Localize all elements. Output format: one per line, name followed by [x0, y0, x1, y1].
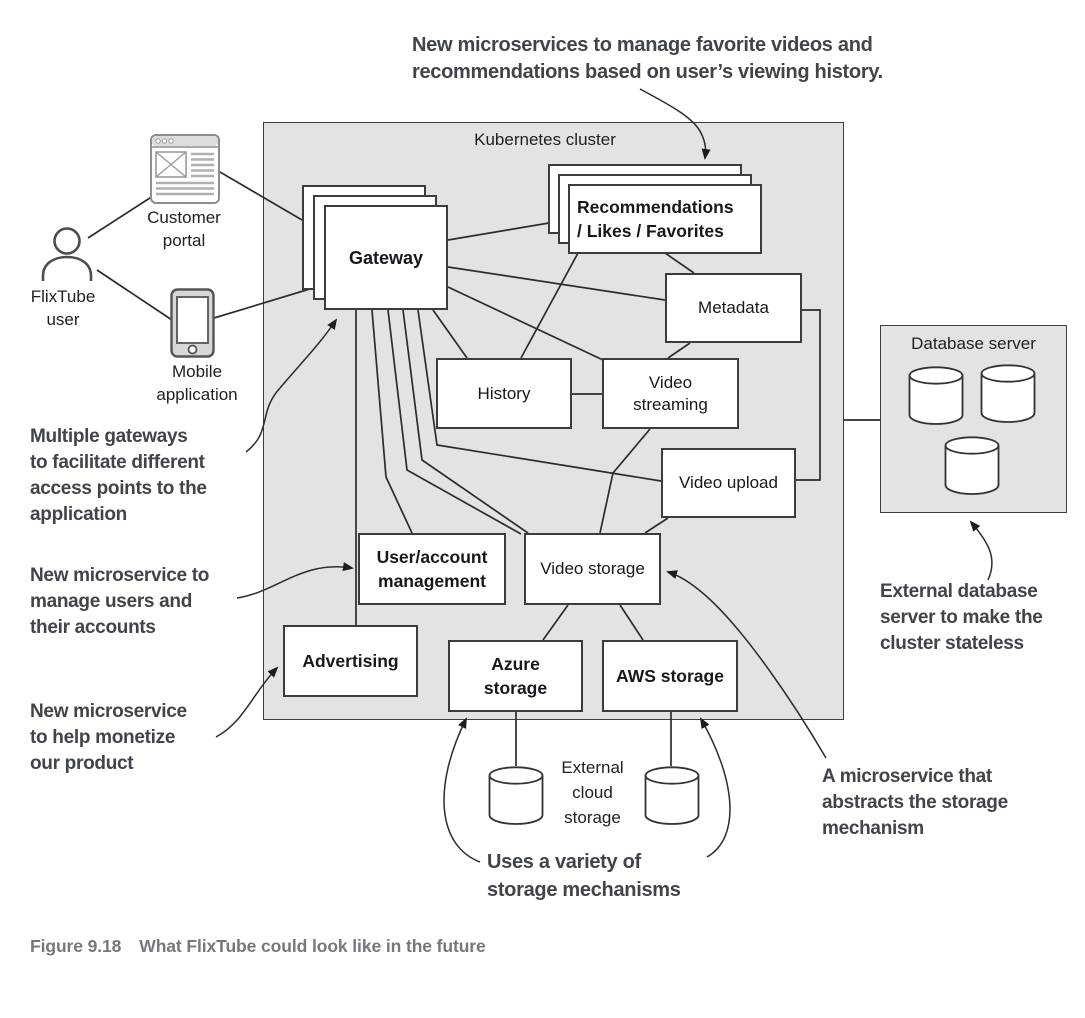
user-label: FlixTube user: [30, 287, 96, 329]
service-aws-storage: AWS storage: [602, 640, 738, 712]
line-gateway-videostorage-b: [402, 309, 529, 534]
cloud-storage-label: External cloud storage: [561, 758, 624, 827]
note-gateways: Multiple gateways to facilitate differen…: [30, 426, 207, 525]
note-recommendations: New microservices to manage favorite vid…: [412, 34, 883, 83]
line-metadata-videostreaming: [667, 342, 691, 359]
database-server-label: Database server: [911, 334, 1036, 353]
arrow-note-recommendations: [639, 88, 711, 160]
service-video-streaming: Video streaming: [602, 358, 739, 429]
mobile-label: Mobile application: [156, 362, 238, 404]
line-videostorage-azure: [542, 604, 569, 641]
arrow-note-users: [236, 562, 354, 599]
arrow-note-gateways: [245, 318, 338, 453]
user-icon: [41, 227, 93, 281]
database-cylinder-3: [944, 436, 1000, 495]
service-user-account: User/account management: [358, 533, 506, 605]
line-gateway-metadata: [447, 266, 666, 301]
database-cylinder-2: [980, 364, 1036, 423]
note-storage-abstraction: A microservice that abstracts the storag…: [822, 766, 1008, 839]
line-gateway-videostreaming: [447, 286, 604, 361]
figure-caption-number: Figure 9.18: [30, 936, 122, 956]
service-azure-storage: Azure storage: [448, 640, 583, 712]
browser-icon: [150, 134, 220, 204]
line-recommendations-metadata: [664, 252, 695, 274]
line-metadata-videoupload: [796, 309, 821, 481]
line-videoupload-videostorage: [644, 517, 669, 534]
arrow-note-database: [969, 520, 993, 581]
database-cylinder-1: [908, 366, 964, 425]
service-gateway: Gateway: [324, 205, 448, 310]
service-video-storage: Video storage: [524, 533, 661, 605]
line-recommendations-history: [520, 252, 579, 359]
line-gateway-recommendations: [447, 222, 550, 241]
line-gateway-videostorage-a: [387, 309, 522, 535]
service-video-upload: Video upload: [661, 448, 796, 518]
line-user-mobile: [96, 269, 173, 321]
note-monetize: New microservice to help monetize our pr…: [30, 701, 187, 774]
note-users: New microservice to manage users and the…: [30, 565, 210, 638]
line-user-portal: [87, 195, 154, 239]
line-videostreaming-videostorage: [599, 428, 651, 534]
line-mobile-gateway: [213, 287, 314, 319]
cluster-label: Kubernetes cluster: [474, 130, 616, 149]
line-gateway-history: [432, 309, 468, 359]
figure-caption: Figure 9.18 What FlixTube could look like…: [30, 936, 486, 957]
line-portal-gateway: [219, 171, 303, 221]
arrow-note-variety-aws: [700, 717, 731, 858]
arrow-note-abstraction: [666, 570, 827, 759]
service-advertising: Advertising: [283, 625, 418, 697]
service-history: History: [436, 358, 572, 429]
line-gateway-videoupload: [417, 309, 662, 482]
line-videostorage-aws: [619, 604, 644, 641]
note-database: External database server to make the clu…: [880, 581, 1043, 654]
cloud-storage-cylinder-right: [644, 766, 700, 825]
mobile-phone-icon: [170, 288, 215, 358]
arrow-note-variety-azure: [443, 717, 481, 863]
figure-caption-text: What FlixTube could look like in the fut…: [139, 936, 486, 956]
note-storage-variety: Uses a variety of storage mechanisms: [487, 851, 681, 901]
service-metadata: Metadata: [665, 273, 802, 343]
portal-label: Customer portal: [147, 208, 221, 250]
arrow-note-monetize: [215, 666, 279, 738]
cloud-storage-cylinder-left: [488, 766, 544, 825]
line-gateway-useraccount: [371, 309, 413, 534]
service-recommendations: Recommendations / Likes / Favorites: [568, 184, 762, 254]
